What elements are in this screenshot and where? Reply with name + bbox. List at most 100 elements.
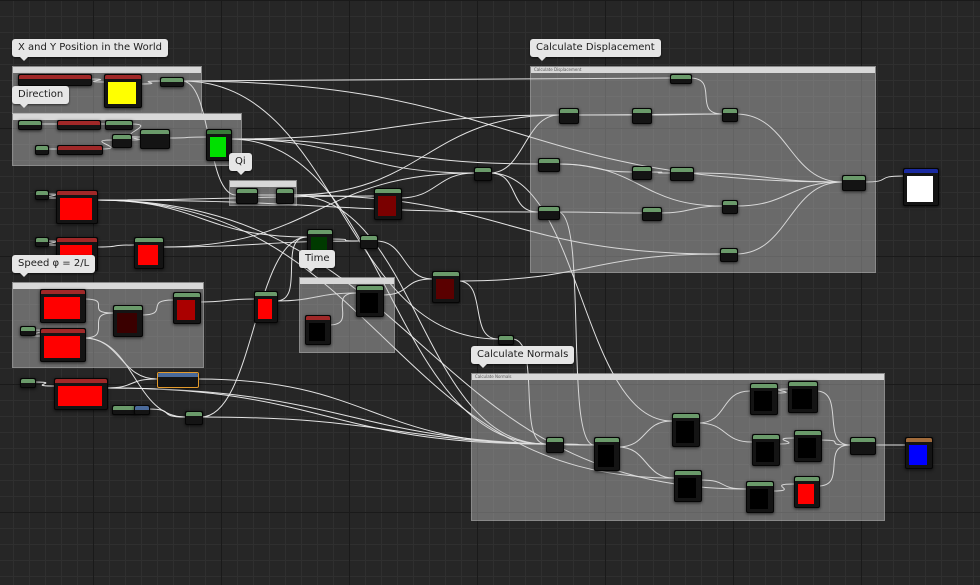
wire-dd8-nn2[interactable] bbox=[557, 211, 595, 446]
node-c_xy[interactable] bbox=[104, 74, 142, 108]
wire-sqrt-smul[interactable] bbox=[140, 299, 174, 316]
wire-smul-tmul[interactable] bbox=[198, 298, 255, 303]
wire-nn5-nn6[interactable] bbox=[775, 388, 789, 394]
wire-p1-c_p1[interactable] bbox=[45, 193, 58, 199]
node-nn4[interactable] bbox=[674, 470, 702, 502]
node-outD[interactable] bbox=[903, 168, 939, 206]
node-tmul[interactable] bbox=[254, 291, 278, 323]
node-s3[interactable] bbox=[40, 328, 86, 362]
wire-d4-c_dir[interactable] bbox=[167, 136, 207, 139]
wire-nn2-nn3[interactable] bbox=[617, 420, 673, 448]
wire-d6-d7[interactable] bbox=[100, 139, 113, 150]
comment-title-norm[interactable]: Calculate Normals bbox=[471, 346, 575, 368]
node-nn9[interactable] bbox=[746, 481, 774, 513]
wire-nn10-nn11[interactable] bbox=[817, 444, 851, 487]
node-nn3[interactable] bbox=[672, 413, 700, 447]
node-sqrt[interactable] bbox=[113, 305, 143, 337]
node-dd7[interactable] bbox=[670, 167, 694, 181]
wire-c_dir-r1[interactable] bbox=[229, 138, 475, 174]
wire-s3-b3[interactable] bbox=[83, 337, 186, 418]
node-c_p3[interactable] bbox=[134, 237, 164, 269]
wire-q2-nn1[interactable] bbox=[291, 194, 547, 445]
node-dd4[interactable] bbox=[722, 108, 738, 122]
node-nn5[interactable] bbox=[750, 383, 778, 415]
wire-dd9-dd10[interactable] bbox=[659, 205, 723, 214]
wire-c_a1-nn2[interactable] bbox=[105, 387, 595, 446]
node-nn2[interactable] bbox=[594, 437, 620, 471]
node-d7[interactable] bbox=[112, 134, 132, 148]
node-d2[interactable] bbox=[57, 120, 101, 130]
node-dd10[interactable] bbox=[722, 200, 738, 214]
node-s2[interactable] bbox=[20, 326, 36, 336]
node-p2[interactable] bbox=[35, 237, 49, 247]
wire-d7-d4[interactable] bbox=[129, 136, 141, 141]
node-d4[interactable] bbox=[140, 129, 170, 149]
wire-nn4-nn9[interactable] bbox=[699, 479, 747, 490]
wire-c_dir-dd1[interactable] bbox=[229, 114, 560, 140]
wire-c_p1-nn9[interactable] bbox=[95, 199, 747, 490]
wire-a1-c_a1[interactable] bbox=[33, 381, 55, 387]
wire-r1-dd1[interactable] bbox=[489, 114, 560, 174]
wire-time-tmul2[interactable] bbox=[328, 292, 357, 326]
wire-c_dir-dd5[interactable] bbox=[229, 138, 539, 165]
wire-dd2-dd4[interactable] bbox=[649, 113, 723, 116]
node-r1[interactable] bbox=[474, 167, 492, 181]
node-c_p1[interactable] bbox=[56, 190, 98, 224]
wire-dd4-dd12[interactable] bbox=[735, 113, 843, 183]
wire-dd11-dd12[interactable] bbox=[735, 181, 843, 255]
comment-title-speed[interactable]: Speed φ = 2/L bbox=[12, 255, 96, 277]
node-nn7[interactable] bbox=[752, 434, 780, 466]
node-tmul2[interactable] bbox=[356, 285, 384, 317]
wire-c_a1-wl[interactable] bbox=[105, 378, 158, 389]
node-dd11[interactable] bbox=[720, 248, 738, 262]
node-b3[interactable] bbox=[185, 411, 203, 425]
node-wpos[interactable] bbox=[18, 74, 92, 86]
wire-nn9-nn10[interactable] bbox=[771, 483, 795, 492]
node-dd5[interactable] bbox=[538, 158, 560, 172]
wire-tmul-tmul2[interactable] bbox=[275, 292, 357, 302]
node-r2[interactable] bbox=[498, 335, 514, 345]
wire-dd10-dd12[interactable] bbox=[735, 181, 843, 207]
wire-dd7-dd12[interactable] bbox=[691, 172, 843, 183]
wire-cos1-dd11[interactable] bbox=[457, 253, 721, 282]
node-c_a1[interactable] bbox=[54, 378, 108, 410]
node-a1[interactable] bbox=[20, 378, 36, 388]
wire-b3-nn2[interactable] bbox=[200, 416, 595, 446]
wire-mask_xy-r2[interactable] bbox=[181, 80, 499, 340]
wire-nn6-nn11[interactable] bbox=[815, 390, 851, 446]
wire-p2-c_p2[interactable] bbox=[45, 240, 58, 246]
comment-title-qi[interactable]: Qi bbox=[229, 153, 252, 175]
node-d1[interactable] bbox=[18, 120, 42, 130]
node-time[interactable] bbox=[305, 315, 331, 345]
wire-nn1-nn2[interactable] bbox=[561, 443, 595, 446]
wire-nn8-nn11[interactable] bbox=[819, 439, 851, 446]
wire-c_xy-mask_xy[interactable] bbox=[139, 80, 161, 85]
wire-b2-b3[interactable] bbox=[147, 408, 186, 418]
node-smul[interactable] bbox=[173, 292, 201, 324]
node-b2[interactable] bbox=[134, 405, 150, 415]
node-dd9[interactable] bbox=[642, 207, 662, 221]
wire-dd6-dd7[interactable] bbox=[649, 171, 671, 174]
wire-dd8-dd9[interactable] bbox=[557, 211, 643, 214]
comment-title-disp[interactable]: Calculate Displacement bbox=[530, 39, 661, 61]
node-q1[interactable] bbox=[236, 188, 258, 204]
wire-dd12-outD[interactable] bbox=[863, 175, 904, 183]
node-b1[interactable] bbox=[112, 405, 136, 415]
wire-c_p1-nn4[interactable] bbox=[95, 199, 675, 479]
comment-title-xy[interactable]: X and Y Position in the World bbox=[12, 39, 168, 61]
wire-r2-nn1[interactable] bbox=[511, 338, 547, 445]
node-cos1[interactable] bbox=[432, 271, 460, 303]
wire-c_dir-nn1[interactable] bbox=[229, 138, 547, 445]
node-mul1[interactable] bbox=[374, 188, 402, 220]
wire-d3-d4[interactable] bbox=[129, 123, 142, 138]
wire-q2-dd11[interactable] bbox=[291, 194, 721, 255]
node-nn11[interactable] bbox=[850, 437, 876, 455]
node-dd1[interactable] bbox=[559, 108, 579, 124]
node-dd3[interactable] bbox=[670, 74, 692, 84]
wire-c_p2-c_p3[interactable] bbox=[95, 244, 135, 248]
wire-dd3-dd4[interactable] bbox=[689, 77, 723, 115]
wire-c_a1-nn1[interactable] bbox=[105, 387, 547, 445]
wire-dd5-dd10[interactable] bbox=[557, 163, 723, 207]
wire-s1-sqrt[interactable] bbox=[83, 298, 114, 314]
